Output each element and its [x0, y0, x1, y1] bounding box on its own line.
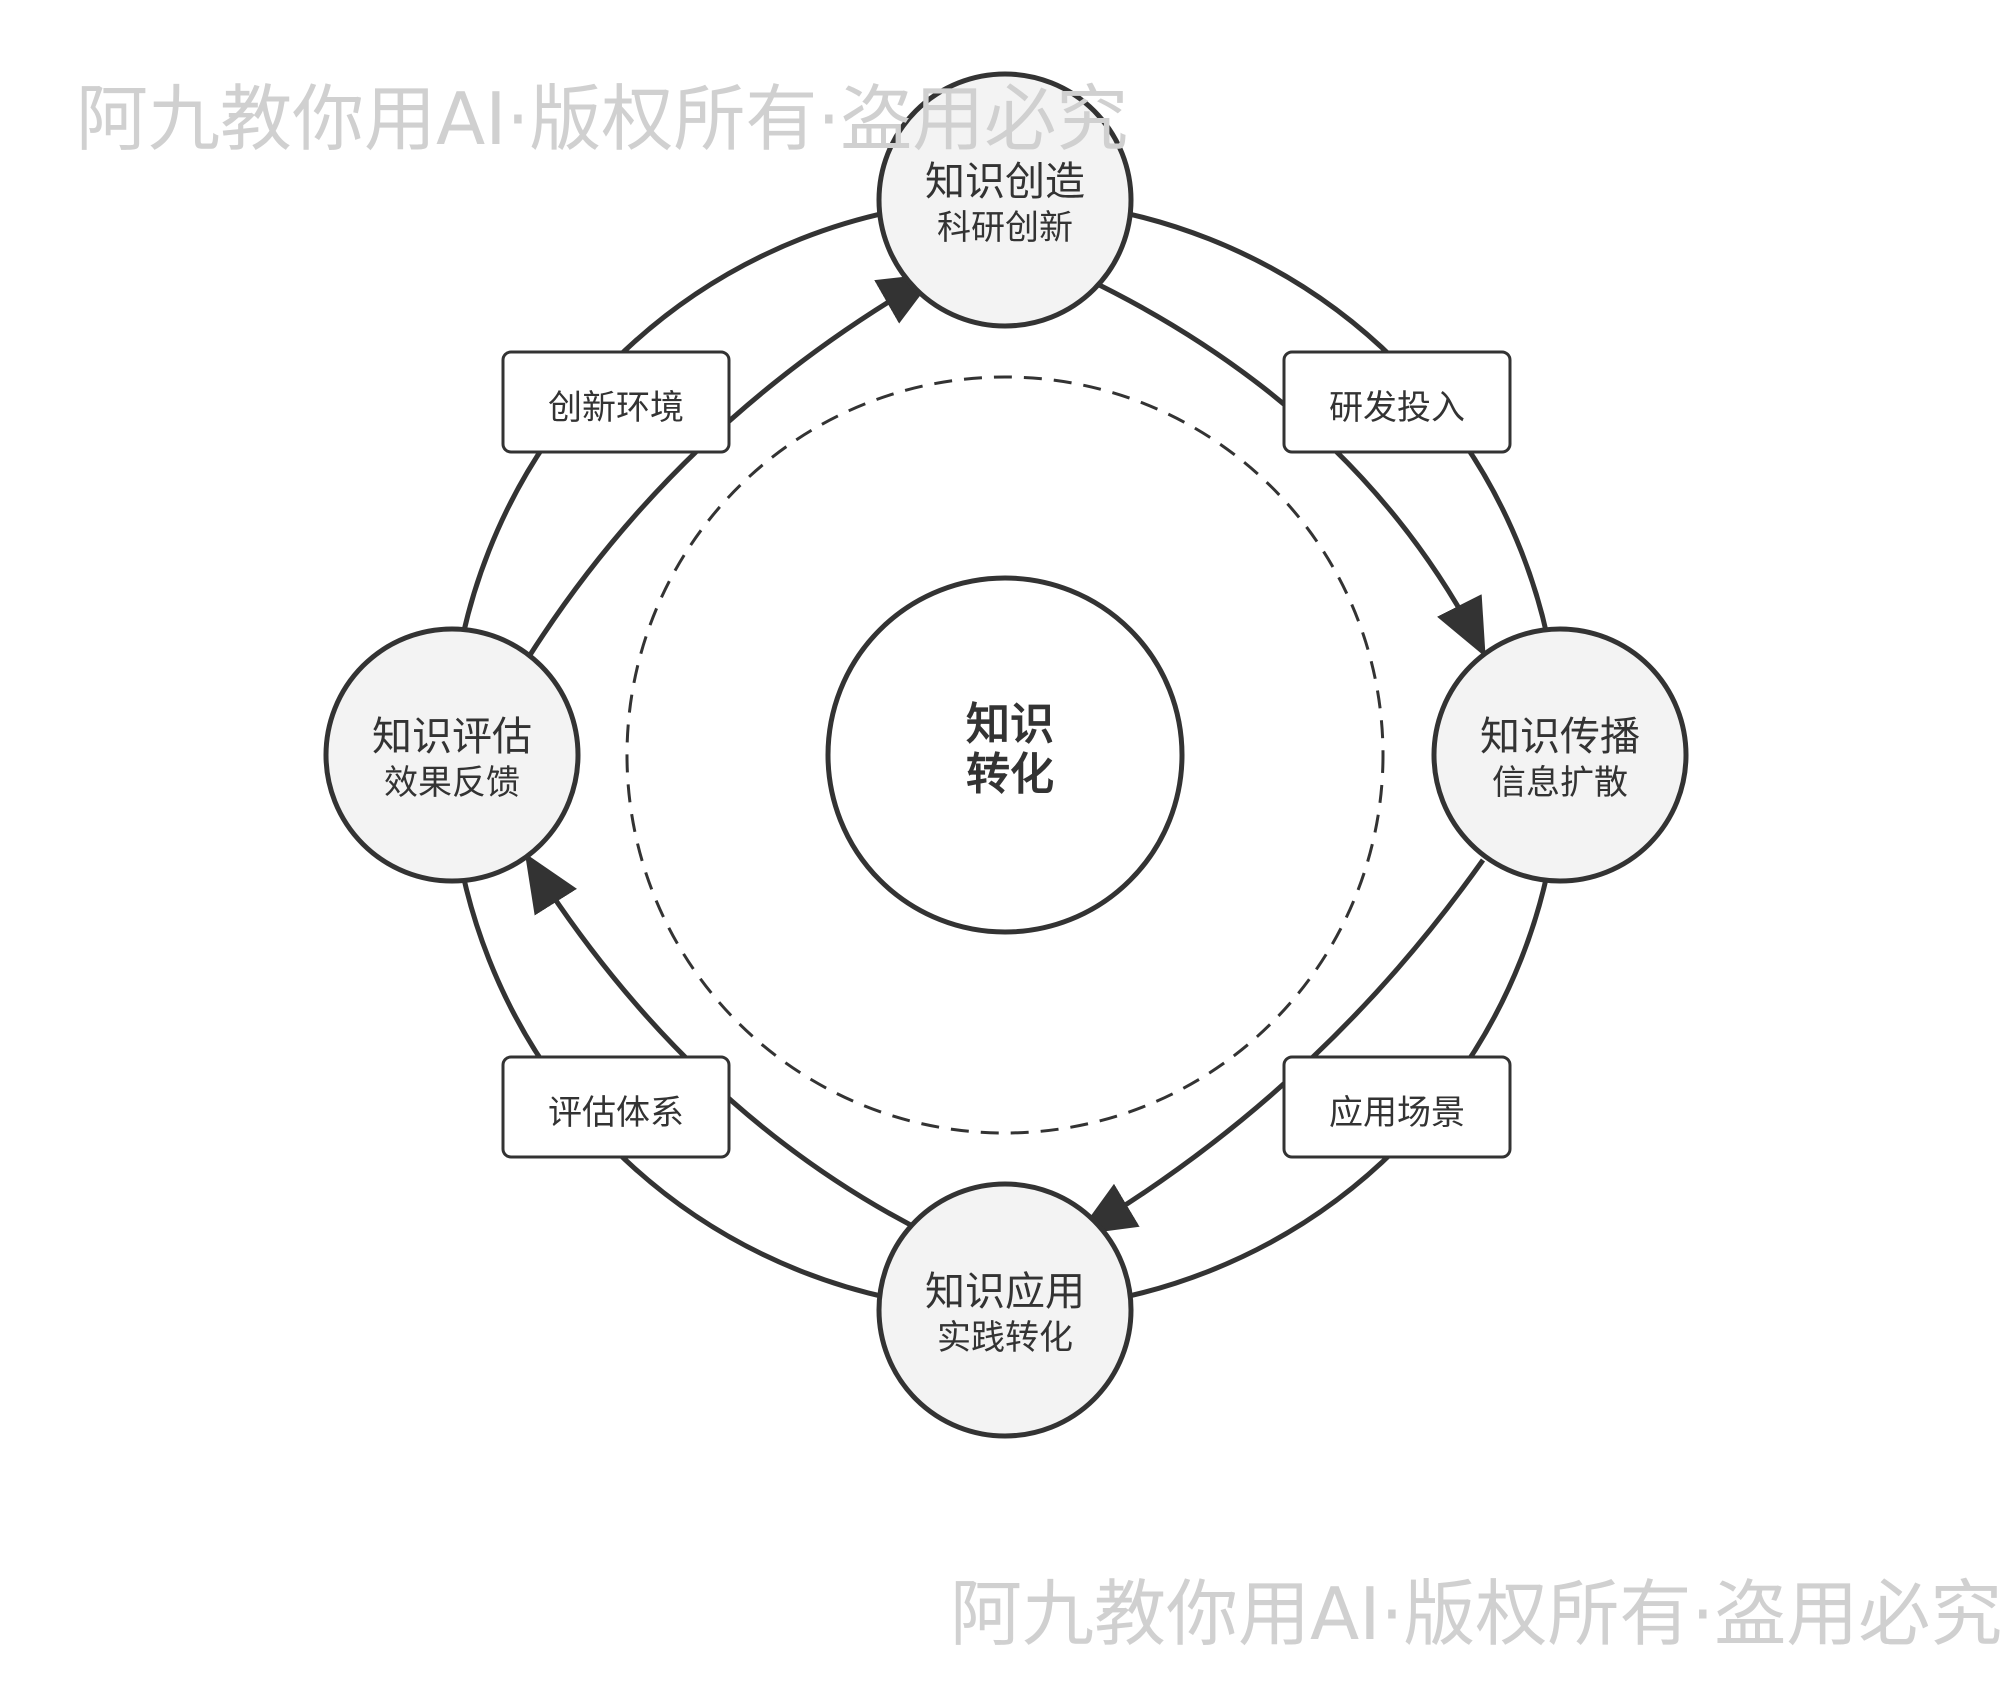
node-left-subtitle: 效果反馈 — [384, 763, 520, 803]
label-box-top-right[interactable] — [1282, 350, 1512, 454]
center-label-line1: 知识 — [966, 699, 1054, 750]
watermark-top: 阿九教你用AI·版权所有·盗用必究 — [76, 77, 1129, 161]
node-top-subtitle: 科研创新 — [937, 208, 1073, 248]
label-box-top-left[interactable] — [501, 350, 731, 454]
arrow-right-to-bottom — [1077, 858, 1486, 1235]
center-circle — [825, 575, 1185, 935]
edge-label-top-right: 研发投入 — [1329, 388, 1465, 428]
node-bottom-title: 知识应用 — [925, 1269, 1085, 1315]
arrow-left-to-top — [527, 273, 938, 657]
node-right-circle[interactable] — [1431, 626, 1689, 884]
dashed-ring — [625, 375, 1385, 1135]
center-label: 知识 转化 — [880, 700, 1140, 800]
label-box-bottom-left[interactable] — [501, 1055, 731, 1159]
arrow-bottom-to-left — [524, 853, 932, 1238]
node-left-title: 知识评估 — [372, 714, 532, 760]
node-right-title: 知识传播 — [1480, 714, 1640, 760]
node-top: 知识创造 科研创新 — [885, 158, 1125, 250]
node-top-title: 知识创造 — [925, 159, 1085, 205]
node-bottom-subtitle: 实践转化 — [937, 1318, 1073, 1358]
node-left: 知识评估 效果反馈 — [332, 713, 572, 805]
edge-label-bottom-left: 评估体系 — [548, 1093, 684, 1133]
label-box-bottom-right[interactable] — [1282, 1055, 1512, 1159]
node-right: 知识传播 信息扩散 — [1440, 713, 1680, 805]
node-left-circle[interactable] — [323, 626, 581, 884]
edge-label-right-bottom: 应用场景 — [1329, 1093, 1465, 1133]
watermark-bottom: 阿九教你用AI·版权所有·盗用必究 — [950, 1572, 2000, 1656]
edge-label-left-top: 创新环境 — [548, 388, 684, 428]
node-top-circle[interactable] — [876, 71, 1134, 329]
node-bottom: 知识应用 实践转化 — [885, 1268, 1125, 1360]
arrow-top-to-right — [1081, 274, 1486, 658]
node-right-subtitle: 信息扩散 — [1492, 763, 1628, 803]
node-bottom-circle[interactable] — [876, 1181, 1134, 1439]
center-label-line2: 转化 — [966, 749, 1054, 800]
